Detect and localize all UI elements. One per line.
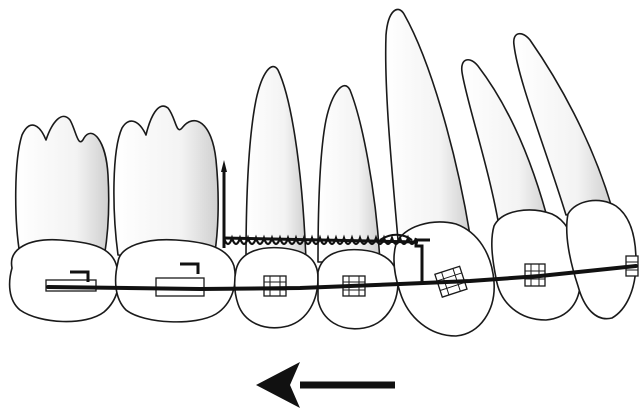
- molar-2-upper: [114, 106, 218, 258]
- canine-root: [386, 9, 470, 240]
- premolar-1-bracket: [264, 276, 286, 296]
- molar-1-upper: [16, 116, 109, 258]
- left-arrow-icon: [256, 362, 395, 408]
- premolar-2-root: [318, 86, 380, 262]
- premolar-1-root: [246, 67, 306, 260]
